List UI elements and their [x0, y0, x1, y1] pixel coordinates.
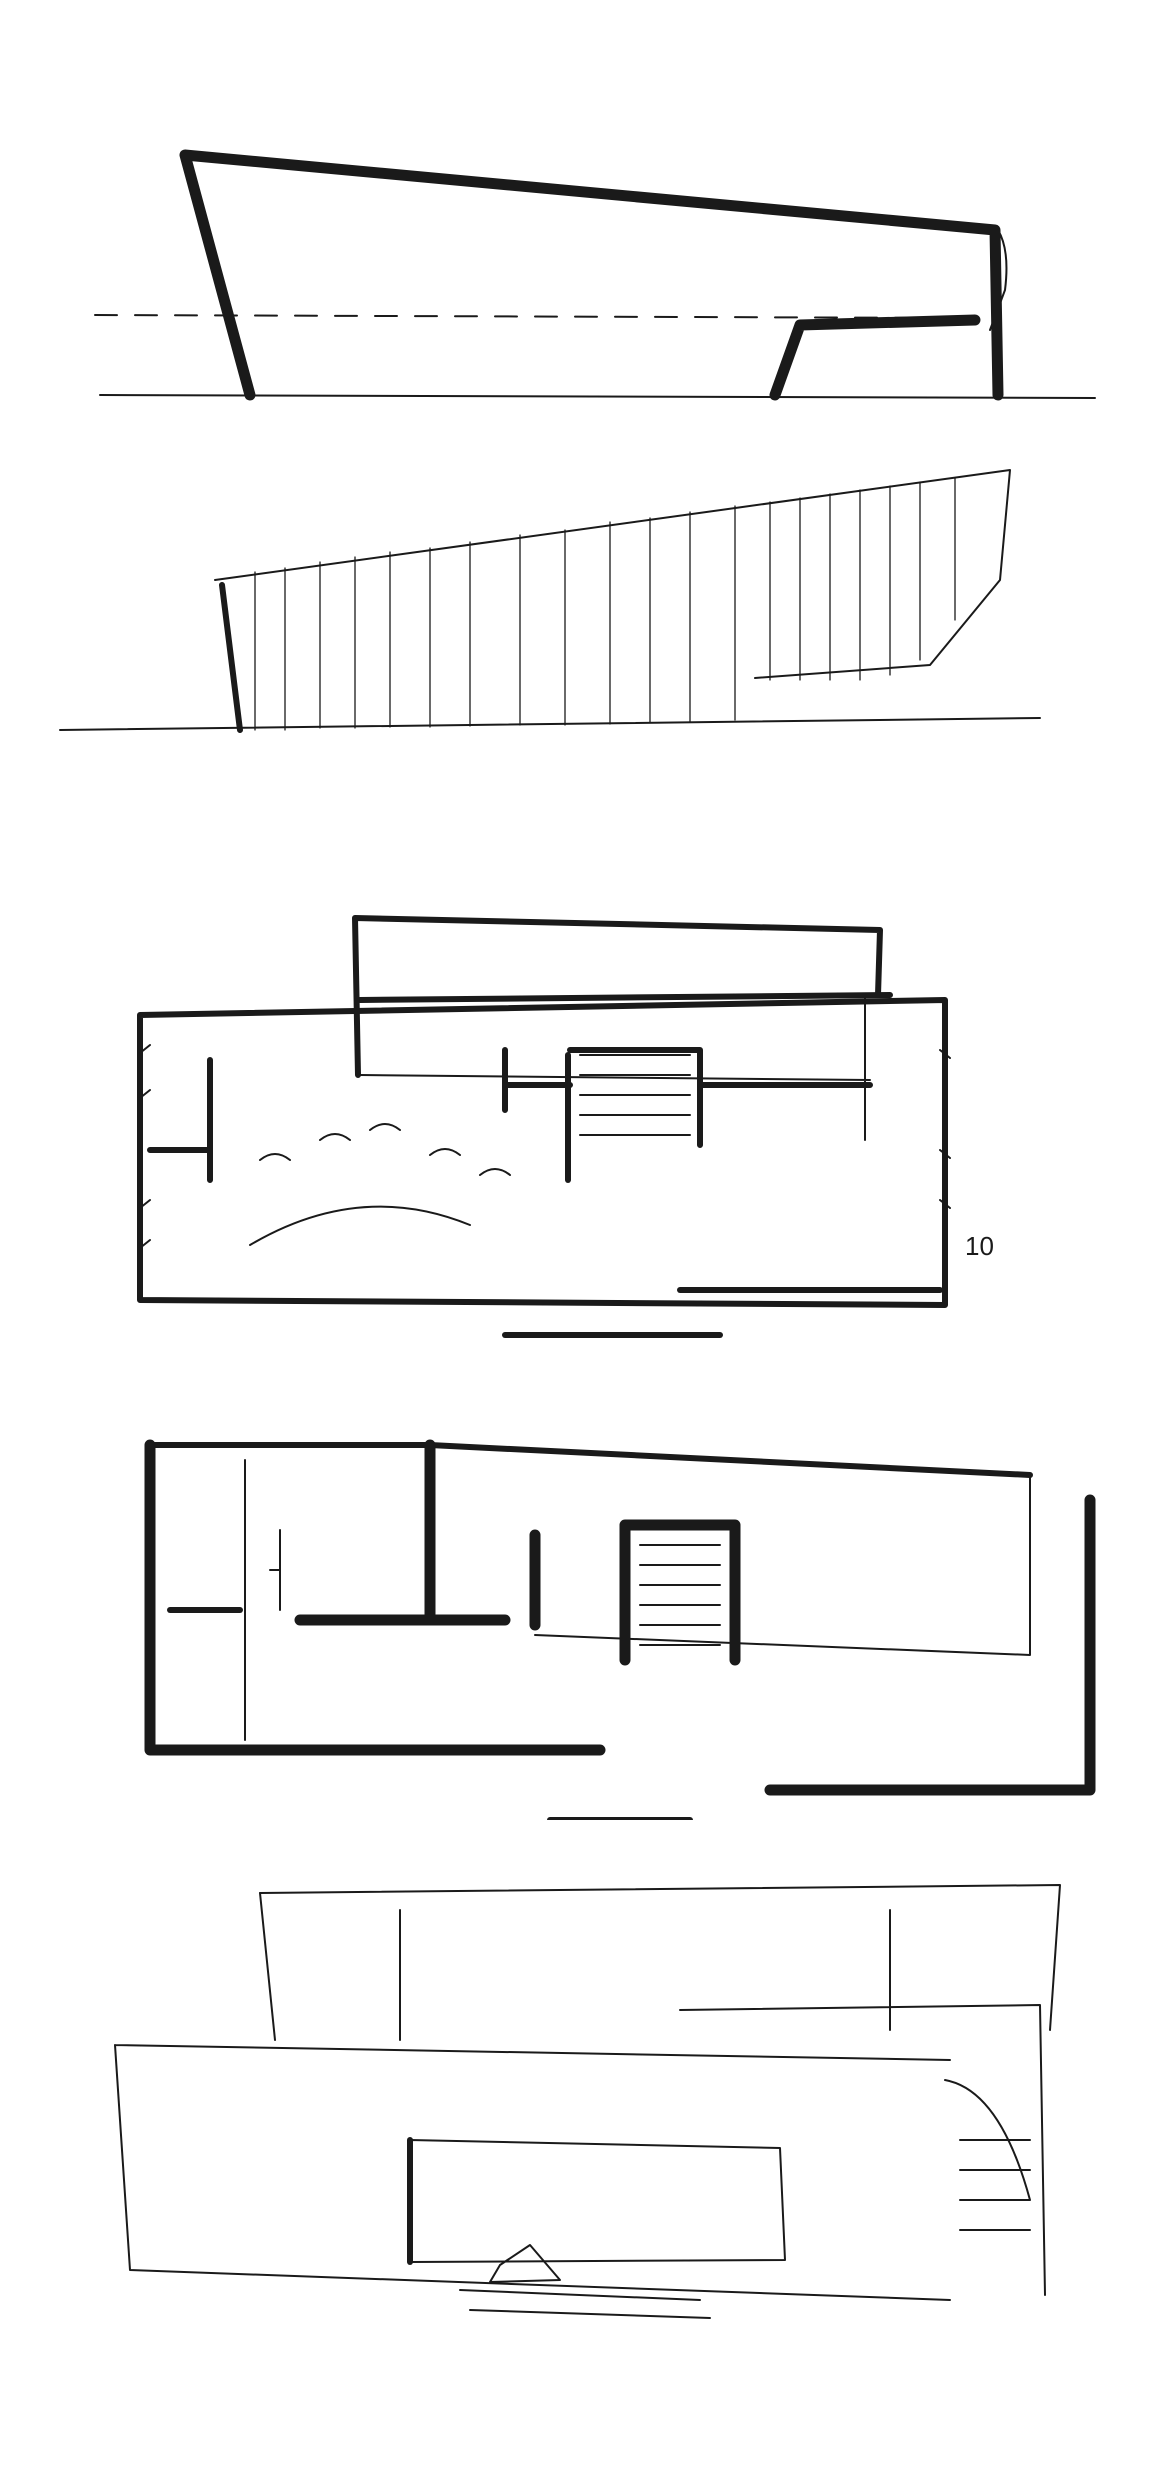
plan-annotation-10: 10 — [965, 1231, 994, 1261]
floor-plan-sketch-2 — [0, 1420, 1160, 1820]
elevation-sketch-2 — [0, 455, 1160, 755]
floor-plan-sketch-1: 10 — [0, 900, 1160, 1360]
roof-plan-sketch — [0, 1880, 1160, 2380]
elevation-sketch-1 — [0, 130, 1160, 430]
